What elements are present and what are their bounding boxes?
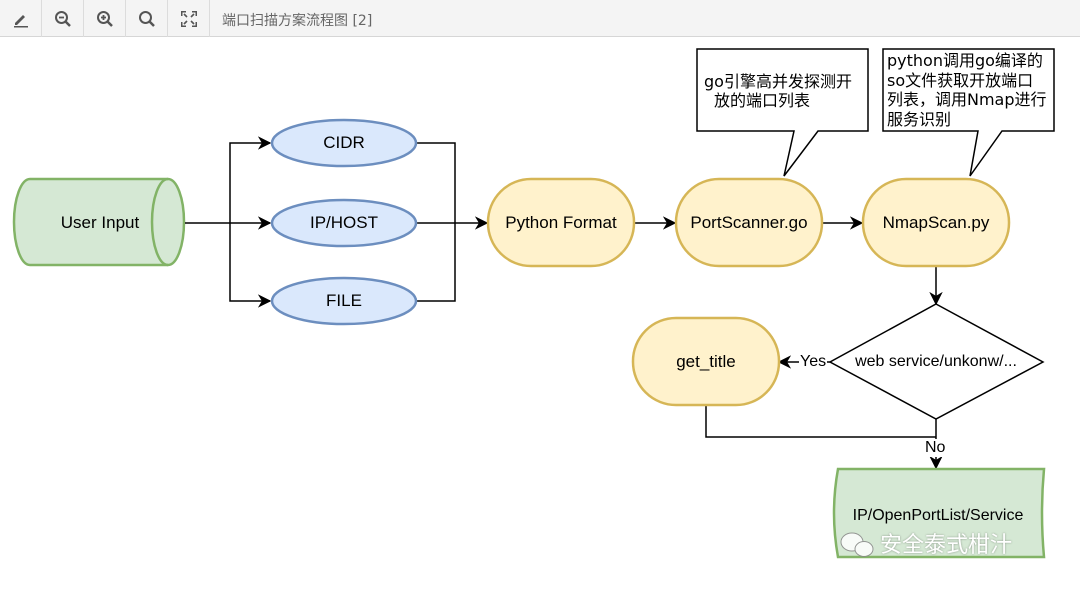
python-note-line: python调用go编译的 bbox=[887, 51, 1043, 70]
go-note-callout bbox=[696, 48, 869, 177]
decision-diamond bbox=[828, 303, 1045, 420]
go-note-line: go引擎高并发探测开 bbox=[704, 72, 852, 91]
zoom-out-icon bbox=[54, 10, 71, 27]
port-scanner-shape bbox=[674, 177, 824, 268]
decision-label: web service/unkonw/... bbox=[855, 353, 1017, 370]
fullscreen-icon bbox=[180, 10, 197, 27]
file-label: FILE bbox=[326, 291, 362, 310]
python-format-shape bbox=[486, 177, 636, 268]
ip-host-ellipse bbox=[270, 198, 418, 248]
python-note-line: 列表，调用Nmap进行 bbox=[887, 90, 1047, 109]
result-shape bbox=[832, 467, 1046, 559]
diagram-canvas: User Input CIDR IP/HOST FILE Python Form… bbox=[0, 38, 1080, 590]
get-title-label: get_title bbox=[676, 351, 736, 371]
port-scanner-label: PortScanner.go bbox=[690, 212, 808, 232]
cidr-ellipse bbox=[270, 118, 418, 168]
python-note-line: so文件获取开放端口 bbox=[887, 70, 1034, 90]
edit-button[interactable] bbox=[0, 0, 42, 37]
result-label: IP/OpenPortList/Service bbox=[852, 507, 1024, 524]
file-ellipse bbox=[270, 276, 418, 326]
go-note-text: go引擎高并发探测开 放的端口列表 bbox=[704, 72, 852, 110]
python-note-text: python调用go编译的 so文件获取开放端口 列表，调用Nmap进行 服务识… bbox=[887, 51, 1047, 129]
watermark-text: 安全泰式柑汁 bbox=[880, 533, 1013, 558]
toolbar: 端口扫描方案流程图 [2] bbox=[0, 0, 1080, 37]
wechat-icon bbox=[840, 532, 874, 557]
zoom-in-icon bbox=[96, 10, 113, 27]
user-input-label: User Input bbox=[60, 212, 140, 232]
nmap-scan-shape bbox=[861, 177, 1011, 268]
ip-host-label: IP/HOST bbox=[309, 213, 378, 232]
cidr-label: CIDR bbox=[323, 133, 365, 152]
diagram-graphics bbox=[12, 48, 1055, 559]
edit-icon bbox=[13, 14, 28, 27]
zoom-actual-icon bbox=[138, 10, 155, 27]
get-title-shape bbox=[631, 316, 781, 407]
fullscreen-button[interactable] bbox=[168, 0, 210, 37]
zoom-in-button[interactable] bbox=[84, 0, 126, 37]
yes-edge-label: Yes bbox=[799, 353, 828, 371]
user-input-cylinder bbox=[12, 177, 186, 267]
zoom-actual-button[interactable] bbox=[126, 0, 168, 37]
no-edge-label: No bbox=[924, 439, 947, 457]
diagram-title: 端口扫描方案流程图 [2] bbox=[222, 13, 373, 29]
go-note-line: 放的端口列表 bbox=[714, 91, 811, 110]
nmap-scan-label: NmapScan.py bbox=[882, 212, 990, 232]
python-note-callout bbox=[882, 48, 1055, 177]
zoom-out-button[interactable] bbox=[42, 0, 84, 37]
python-note-line: 服务识别 bbox=[887, 109, 952, 129]
python-format-label: Python Format bbox=[505, 212, 617, 232]
